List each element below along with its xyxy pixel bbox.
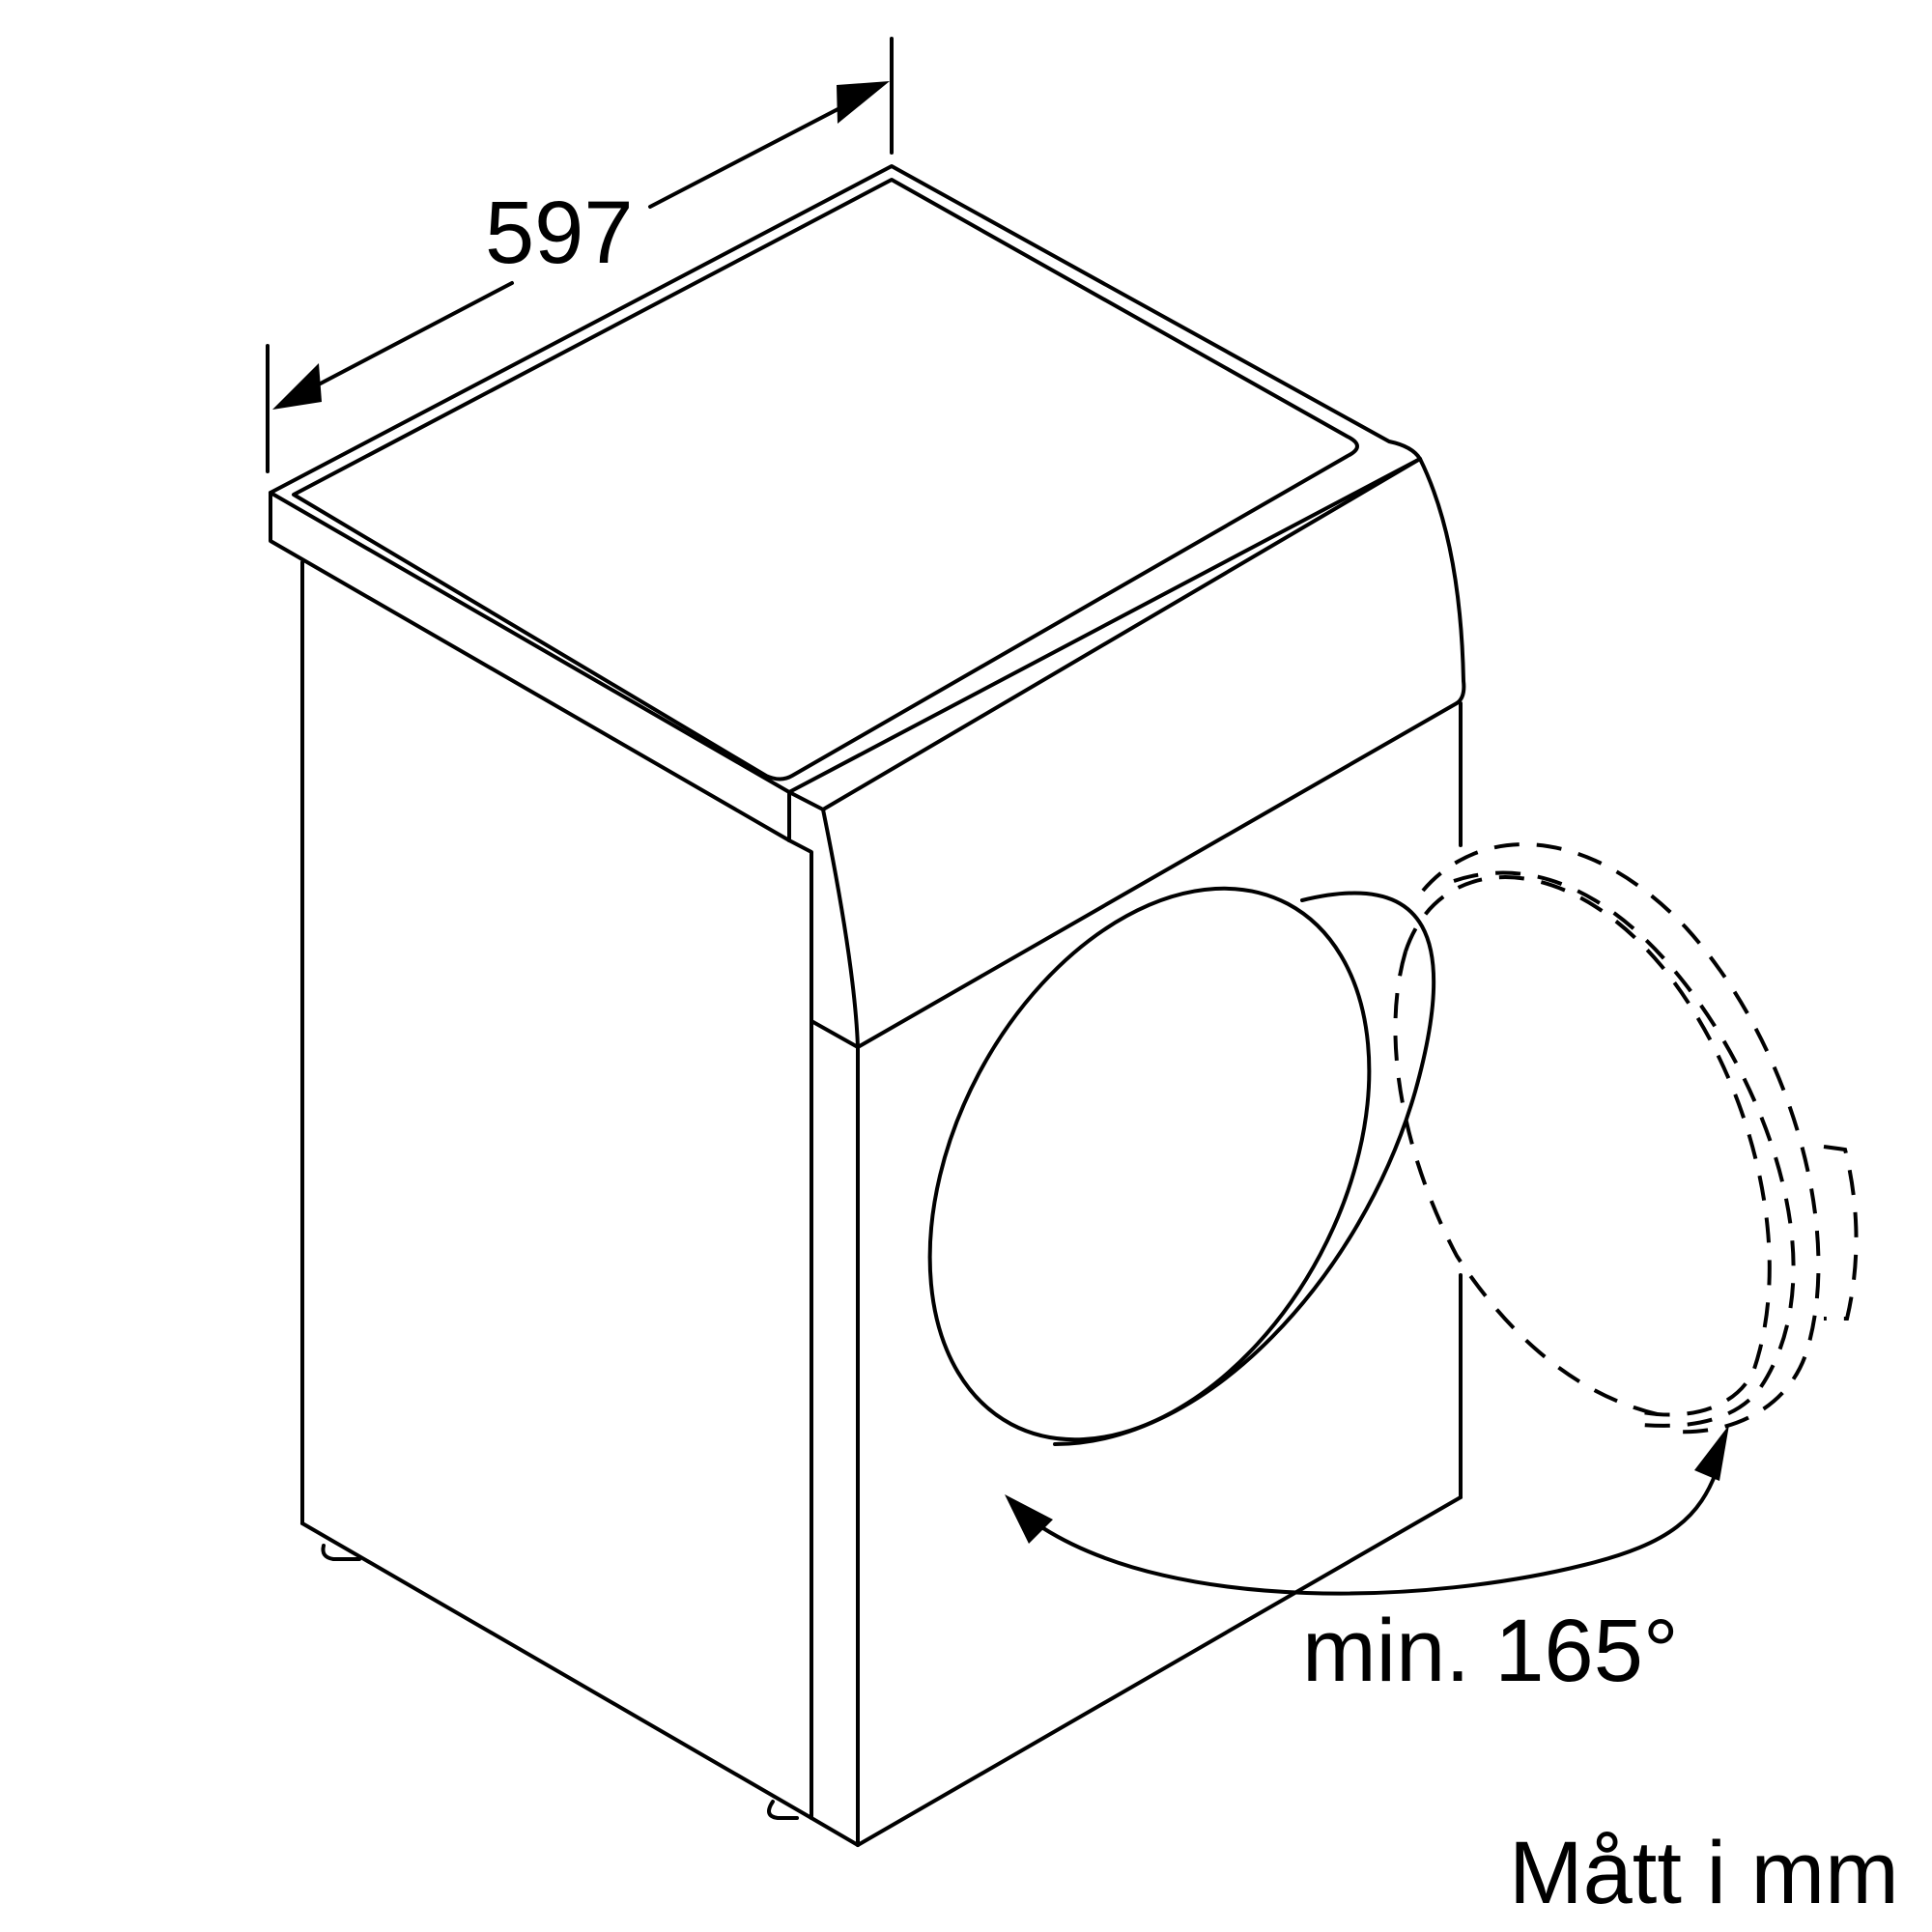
porthole-outer-ring (927, 886, 1372, 1442)
dimension-arrow-right (837, 81, 890, 124)
body-left-bottom (300, 1521, 813, 1820)
dimension-arrow-left (272, 363, 322, 410)
open-door-handle (1823, 1145, 1859, 1321)
door-angle-arrow-right (1694, 1425, 1729, 1481)
body-corner-bottom (810, 1816, 860, 1847)
top-front-edge-right (787, 457, 1422, 811)
door-porthole (927, 886, 1436, 1446)
door-angle-arc (1041, 1466, 1719, 1596)
top-inner-panel (292, 178, 1359, 781)
unit-note: Mått i mm (1509, 1824, 1899, 1922)
machine-front-panel (787, 457, 1466, 1049)
dimension-line-left (293, 281, 514, 399)
machine-top (269, 164, 1422, 842)
foot-left (321, 1544, 361, 1561)
door-angle-label: min. 165° (1302, 1602, 1679, 1700)
open-door-inner-ring (1404, 875, 1772, 1417)
front-right-curve (1418, 457, 1466, 705)
open-door-middle-ring (1453, 870, 1796, 1428)
machine-body (300, 560, 1463, 1847)
dimension-line-right (648, 90, 873, 209)
front-panel-bottom-edge (856, 701, 1459, 1049)
porthole-inner-ring (1053, 891, 1436, 1446)
door-angle-arrow-left (1005, 1494, 1053, 1544)
body-front-bottom (856, 1495, 1463, 1847)
door-angle-indicator: min. 165° (1005, 1425, 1729, 1700)
open-door-glass-curve (1393, 951, 1662, 1417)
top-front-edge (269, 491, 791, 842)
front-curved-side (821, 808, 860, 1049)
open-door-outer-ring (1421, 842, 1821, 1435)
width-dimension-label: 597 (485, 184, 634, 282)
open-door-outline (1393, 842, 1859, 1435)
width-dimension: 597 (266, 37, 894, 473)
top-outer-outline (269, 164, 1422, 794)
foot-right (767, 1800, 799, 1820)
